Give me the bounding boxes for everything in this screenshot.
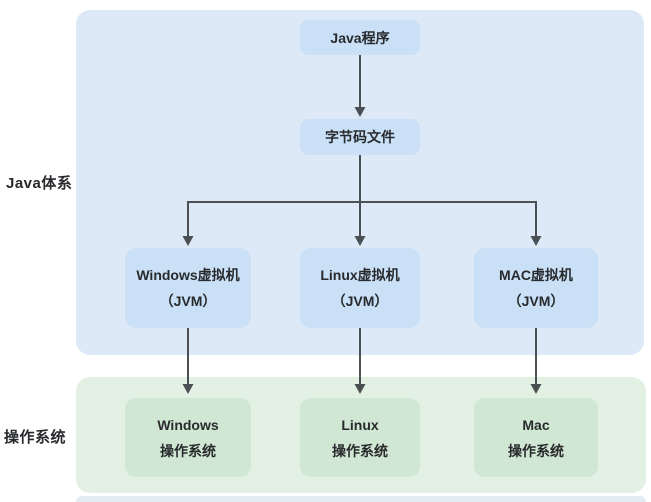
node-jvm-linux-line1: Linux虚拟机 xyxy=(320,267,400,283)
node-jvm-mac-line2: （JVM） xyxy=(507,293,565,309)
os-label: 操作系统 xyxy=(4,429,67,446)
node-jvm-linux: Linux虚拟机 （JVM） xyxy=(300,248,420,328)
node-os-linux-line2: 操作系统 xyxy=(332,442,388,459)
node-os-mac: Mac 操作系统 xyxy=(474,398,598,477)
node-java-program-label: Java程序 xyxy=(330,29,390,46)
java-system-label: Java体系 xyxy=(6,175,73,192)
node-java-program: Java程序 xyxy=(300,20,420,55)
node-os-mac-line1: Mac xyxy=(522,416,550,433)
node-bytecode-file-label: 字节码文件 xyxy=(325,129,395,145)
node-jvm-windows-line2: （JVM） xyxy=(159,293,217,309)
node-os-windows-line1: Windows xyxy=(157,416,219,433)
node-jvm-mac: MAC虚拟机 （JVM） xyxy=(474,248,598,328)
node-jvm-windows: Windows虚拟机 （JVM） xyxy=(125,248,251,328)
node-os-windows-line2: 操作系统 xyxy=(160,442,216,459)
node-bytecode-file: 字节码文件 xyxy=(300,119,420,155)
node-os-mac-line2: 操作系统 xyxy=(508,442,564,459)
node-os-windows: Windows 操作系统 xyxy=(125,398,251,477)
node-os-linux: Linux 操作系统 xyxy=(300,398,420,477)
node-jvm-mac-line1: MAC虚拟机 xyxy=(499,267,573,283)
node-os-linux-line1: Linux xyxy=(341,416,379,433)
cutoff-bottom-panel xyxy=(76,496,646,502)
node-jvm-linux-line2: （JVM） xyxy=(331,293,389,309)
node-jvm-windows-line1: Windows虚拟机 xyxy=(136,267,240,283)
